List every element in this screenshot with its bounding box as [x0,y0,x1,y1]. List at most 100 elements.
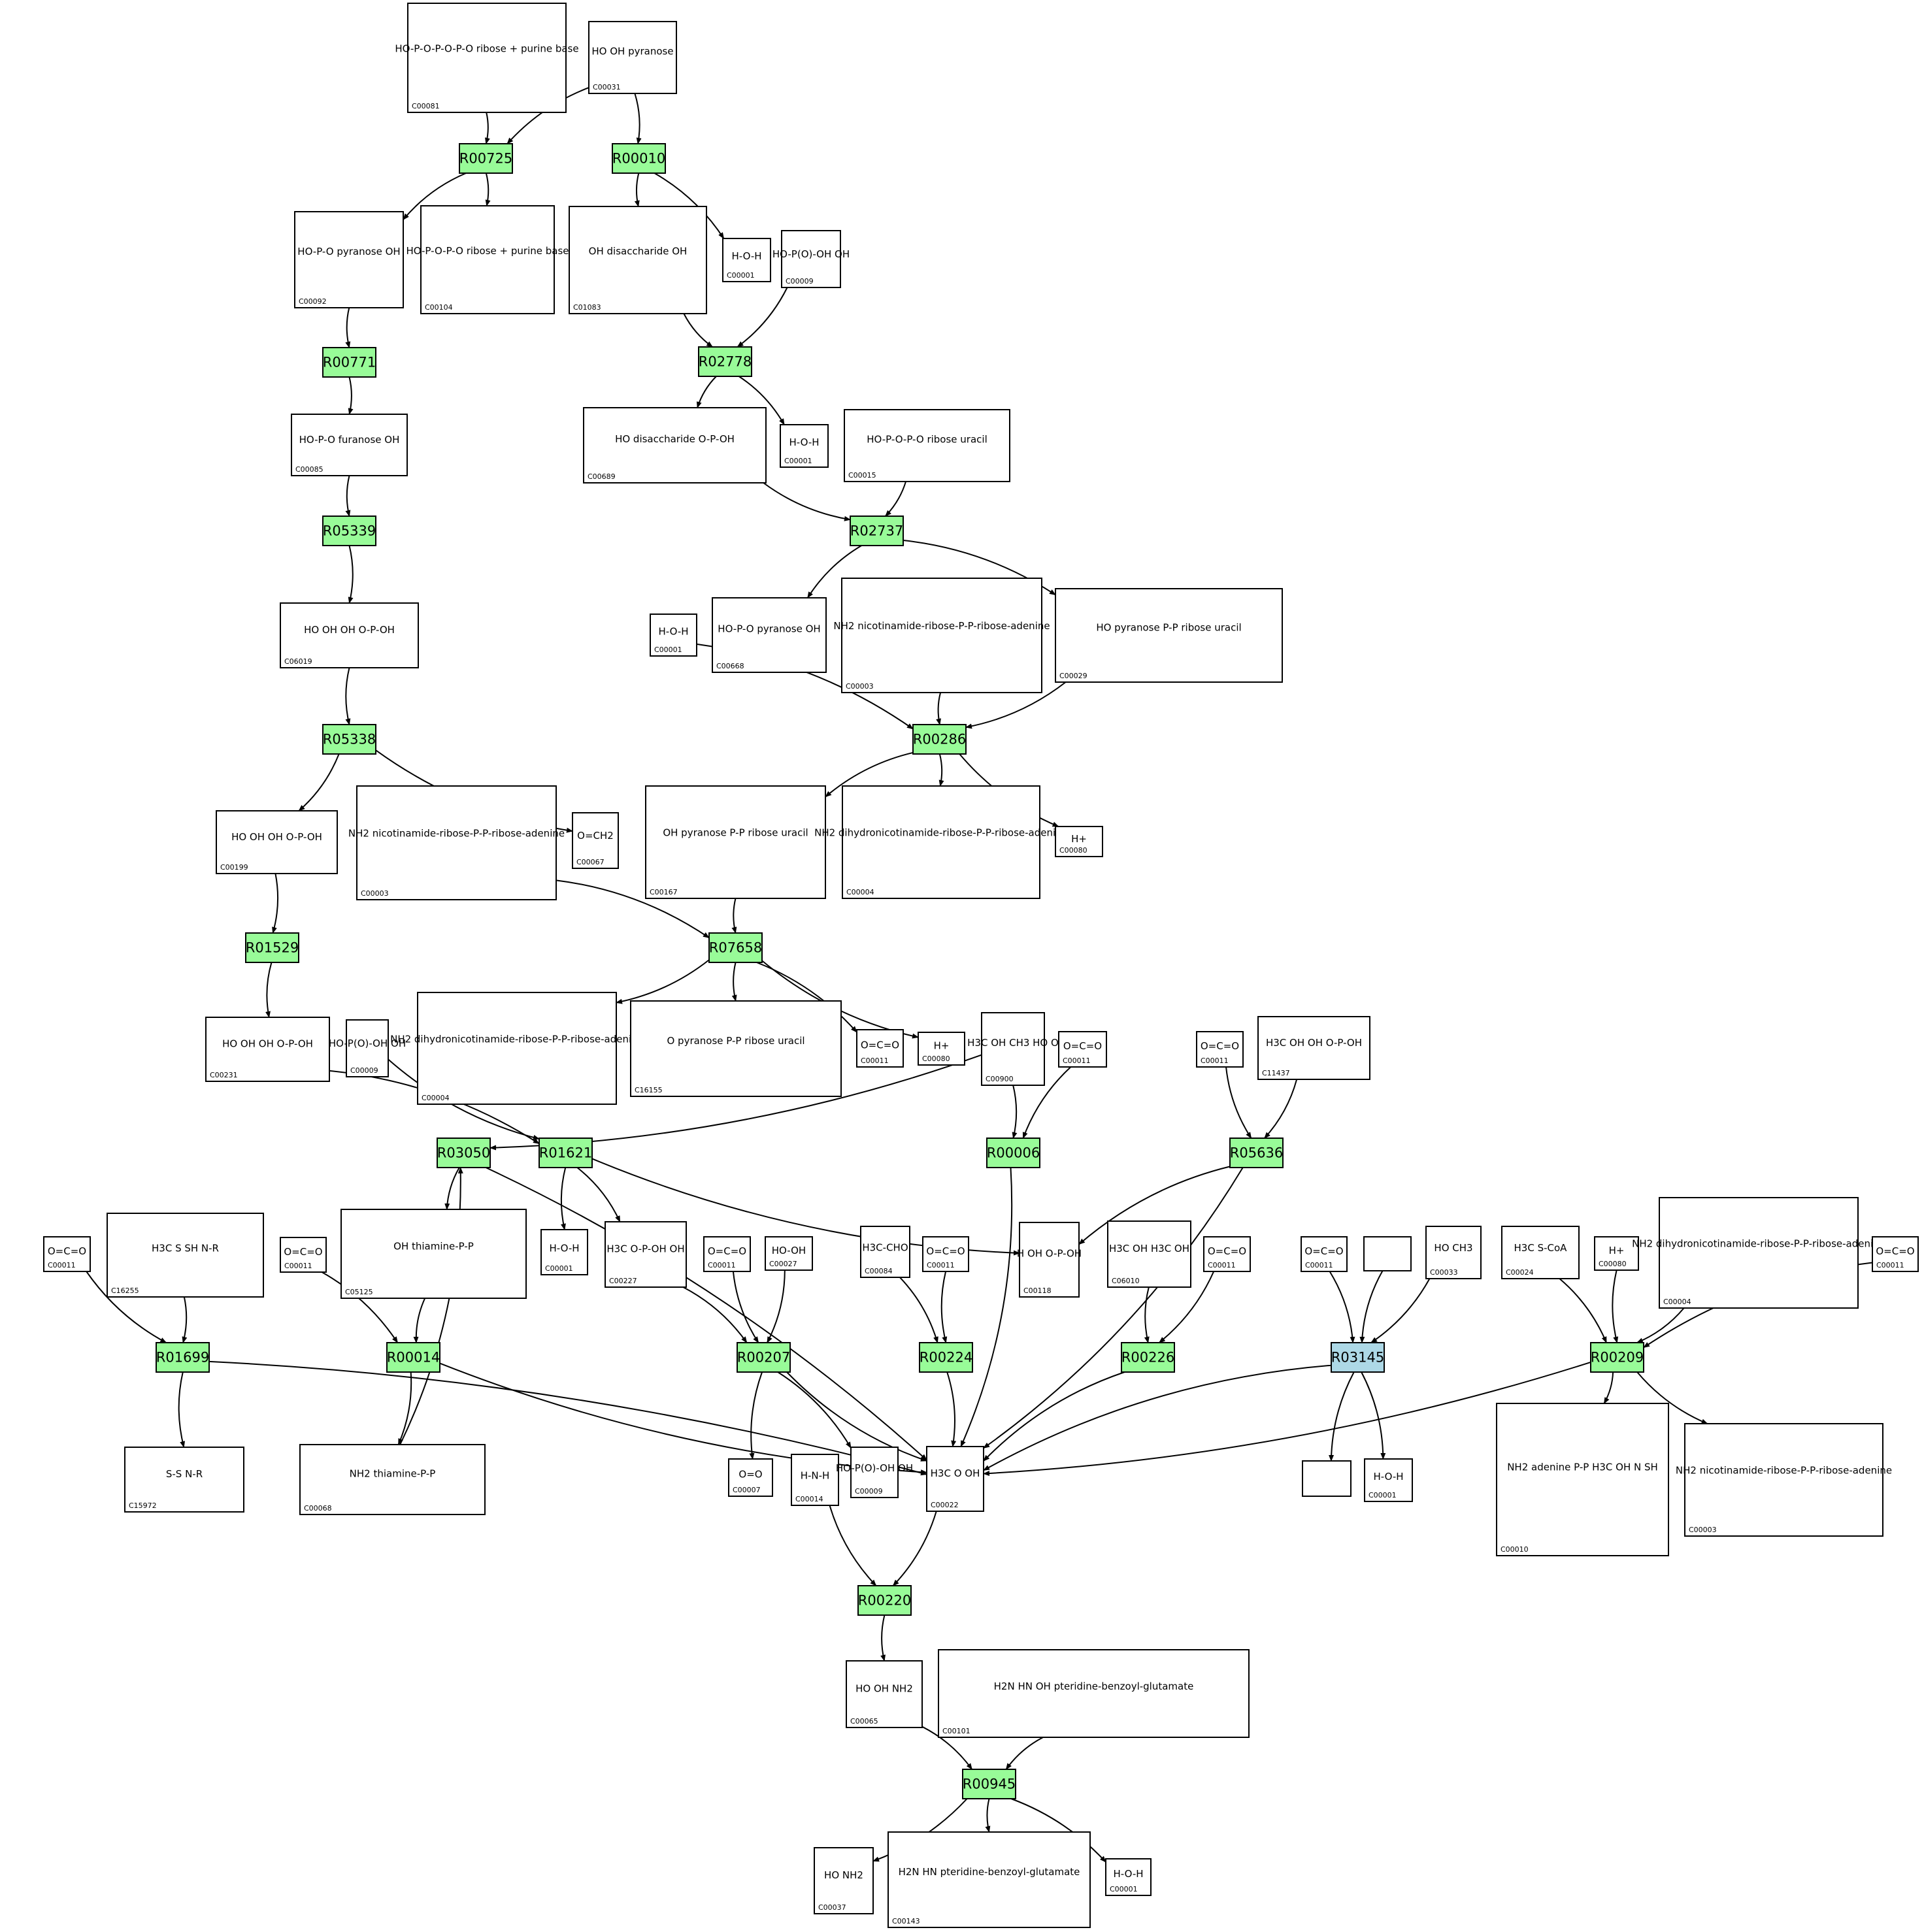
compound-node[interactable]: NH2 nicotinamide-ribose-P-P-ribose-adeni… [348,785,565,900]
reaction-node[interactable]: R00006 [986,1138,1040,1168]
reaction-box [857,1585,912,1616]
compound-node[interactable] [1302,1460,1352,1497]
reaction-node[interactable]: R01699 [156,1342,210,1373]
compound-node[interactable]: H+C00080 [918,1032,965,1066]
reaction-node[interactable]: R02737 [850,516,904,546]
reaction-node[interactable]: R05339 [322,516,376,546]
reaction-node[interactable]: R00224 [919,1342,973,1373]
reaction-node[interactable]: R00771 [322,347,376,378]
reaction-node[interactable]: R01621 [539,1138,593,1168]
compound-node[interactable] [1363,1236,1412,1271]
edge-r3-c8 [348,376,354,415]
reaction-box [539,1138,593,1168]
reaction-node[interactable]: R07658 [708,932,763,963]
compound-node[interactable]: NH2 dihydronicotinamide-ribose-P-P-ribos… [390,992,644,1105]
compound-node[interactable]: NH2 nicotinamide-ribose-P-P-ribose-adeni… [1676,1423,1892,1537]
reaction-node[interactable]: R00286 [912,724,967,755]
reaction-node[interactable]: R01529 [245,932,299,963]
reaction-node[interactable]: R02778 [698,346,752,377]
reaction-node[interactable]: R00725 [459,143,513,174]
compound-node[interactable]: H2N HN OH pteridine-benzoyl-glutamateC00… [938,1649,1250,1738]
compound-node[interactable]: NH2 nicotinamide-ribose-P-P-ribose-adeni… [833,578,1050,693]
compound-id-label: C00001 [654,646,682,654]
reaction-node[interactable]: R00220 [857,1585,912,1616]
compound-node[interactable]: HO-P-O-P-O-P-O ribose + purine baseC0008… [395,3,579,113]
reaction-node[interactable]: R00226 [1121,1342,1175,1373]
compound-id-label: C11437 [1262,1069,1290,1077]
reaction-node[interactable]: R05636 [1229,1138,1284,1168]
edge-r20-c60 [1361,1371,1386,1460]
reaction-node[interactable]: R03145 [1331,1342,1385,1373]
reaction-node[interactable]: R00010 [612,143,666,174]
reaction-node[interactable]: R05338 [322,724,376,755]
compound-node[interactable]: NH2 dihydronicotinamide-ribose-P-P-ribos… [1632,1197,1885,1309]
reaction-node[interactable]: R00209 [1590,1342,1644,1373]
reaction-node[interactable]: R00014 [386,1342,440,1373]
compound-node[interactable]: NH2 dihydronicotinamide-ribose-P-P-ribos… [814,785,1068,899]
reaction-node[interactable]: R03050 [437,1138,491,1168]
edge-r21-c62 [1636,1371,1708,1424]
compound-node[interactable]: H+C00080 [1055,826,1103,857]
reaction-node[interactable]: R00945 [962,1769,1016,1799]
structure-glyph: O=C=O [708,1245,746,1257]
compound-node[interactable]: H+C00080 [1594,1236,1639,1271]
reaction-node[interactable]: R00207 [737,1342,791,1373]
reaction-box [737,1342,791,1373]
structure-glyph: HO disaccharide O-P-OH [615,433,735,445]
